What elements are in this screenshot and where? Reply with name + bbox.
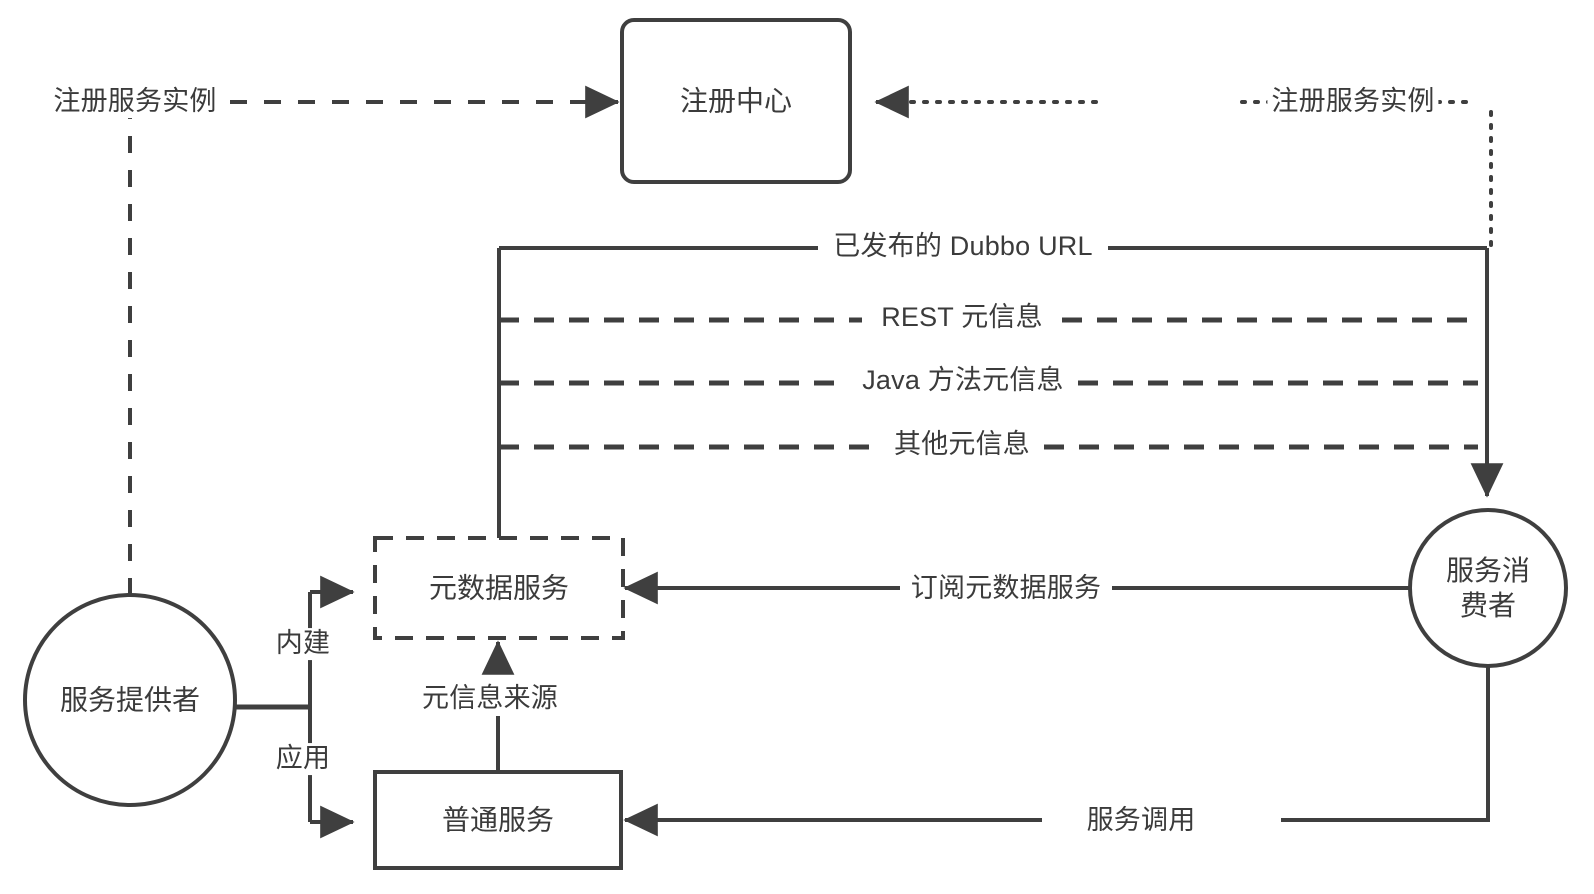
edge-consumer-register	[874, 85, 1493, 247]
edge-metadata-to-consumer-bus	[497, 248, 1504, 538]
edge-label-rest-meta: REST 元信息	[877, 302, 1047, 334]
node-metadata-service[interactable]	[373, 536, 625, 640]
edge-label-register-instance-left: 注册服务实例	[49, 86, 221, 118]
edge-service-invoke	[623, 666, 1490, 837]
edge-label-java-method-meta: Java 方法元信息	[858, 365, 1068, 397]
edge-provider-register	[128, 85, 620, 595]
edge-label-subscribe-metadata: 订阅元数据服务	[906, 573, 1106, 605]
edge-label-other-meta: 其他元信息	[890, 429, 1034, 461]
edge-label-register-instance-right: 注册服务实例	[1267, 86, 1439, 118]
edge-label-application: 应用	[271, 743, 335, 775]
node-label-plain-service: 普通服务	[441, 804, 555, 836]
node-label-service-consumer: 服务消 费者	[1445, 555, 1531, 621]
node-label-metadata-service: 元数据服务	[428, 572, 570, 604]
edge-provider-branch	[235, 592, 312, 822]
edge-label-meta-source: 元信息来源	[418, 683, 562, 715]
node-label-registry-center: 注册中心	[679, 85, 793, 117]
node-label-service-provider: 服务提供者	[59, 684, 201, 716]
edge-label-builtin: 内建	[271, 628, 335, 660]
edge-label-service-invoke: 服务调用	[1082, 805, 1200, 837]
node-registry-center[interactable]	[620, 18, 852, 184]
edge-label-published-dubbo-url: 已发布的 Dubbo URL	[829, 231, 1097, 263]
